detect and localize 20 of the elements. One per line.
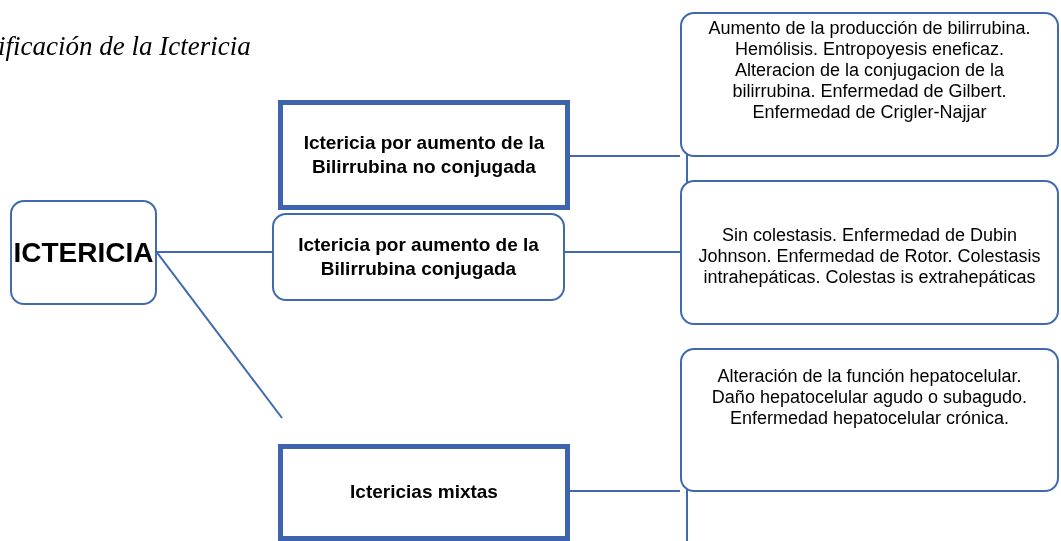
detail-box — [680, 180, 1059, 325]
node-text: Aumento de la producción de bilirrubina. Hemólisis. Entropoyesis eneficaz. Alteracion de la conjugacion de la bilirrubina. Enfermedad de Gilbert. Enfermedad de Crigler-Najjar — [707, 18, 1032, 124]
node-text: Ictericia por aumento de la Bilirrubina conjugada — [297, 233, 540, 281]
node-text: Ictericias mixtas — [350, 480, 498, 505]
node-text: Sin colestasis. Enfermedad de Dubin Johnson. Enfermedad de Rotor. Colestasis intrahepáticas. Colestas is extrahepáticas — [697, 224, 1042, 289]
node-text: ICTERICIA — [13, 235, 154, 270]
connector-line — [564, 251, 681, 253]
connector-line — [569, 155, 681, 157]
detail-box — [680, 348, 1059, 492]
detail-box — [680, 12, 1059, 157]
root-box — [10, 200, 157, 305]
connector-line — [569, 490, 681, 492]
node-text: Ictericia por aumento de la Bilirrubina no conjugada — [302, 131, 546, 179]
node-text: Alteración de la función hepatocelular. Daño hepatocelular agudo o subagudo. Enfermedad hepatocelular crónica. — [710, 366, 1029, 430]
connector-line — [156, 251, 273, 253]
category-box — [278, 444, 570, 541]
title: ificación de la Ictericia — [0, 30, 251, 63]
category-box — [272, 213, 565, 301]
connector-line — [156, 251, 283, 419]
category-box — [278, 100, 570, 210]
